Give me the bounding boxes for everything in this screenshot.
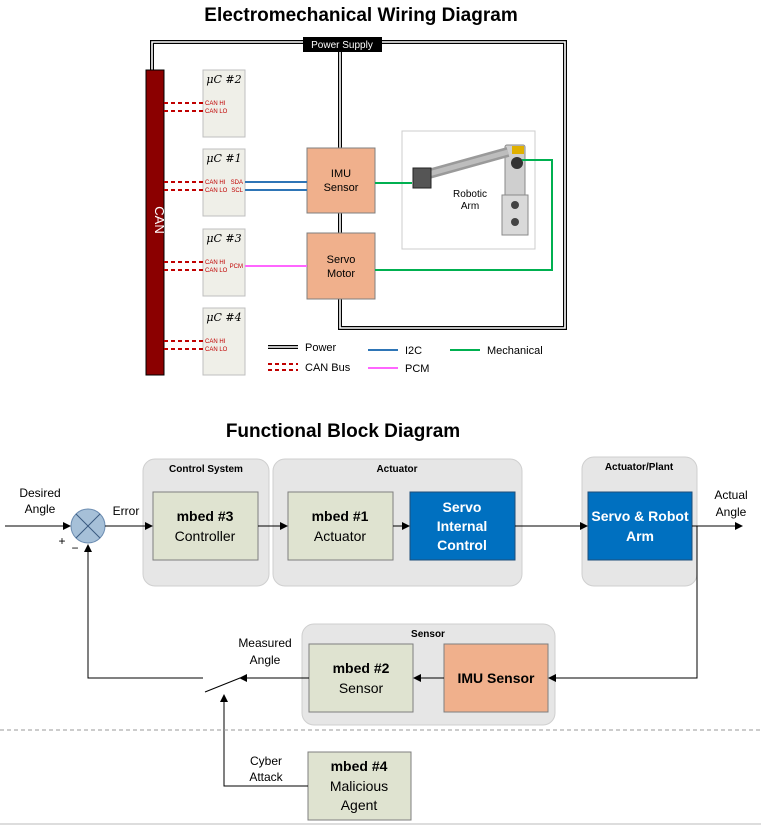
mbed4-label-2: Malicious — [330, 778, 388, 794]
mbed3-label-2: Controller — [175, 528, 236, 544]
can-pin-label: CAN HI — [205, 339, 226, 345]
microcontroller-2 — [202, 148, 246, 217]
functional-title: Functional Block Diagram — [226, 421, 460, 442]
actual-angle-label-1: Actual — [714, 488, 747, 502]
block-servo-robot-arm — [587, 491, 693, 561]
signal-lines — [5, 522, 743, 787]
imu-label-1: IMU — [331, 168, 351, 180]
side-pin-label: PCM — [230, 264, 243, 270]
servo-robot-label-2: Arm — [626, 528, 654, 544]
measured-angle-label-2: Angle — [250, 653, 281, 667]
microcontroller-label: μC #3 — [206, 232, 241, 245]
mbed2-label-2: Sensor — [339, 680, 384, 696]
switch-blade — [204, 677, 241, 693]
robotic-arm-label-1: Robotic — [453, 189, 487, 200]
microcontroller-1 — [202, 69, 246, 138]
legend-i2c-label: I2C — [405, 345, 422, 357]
can-pin-label: CAN HI — [205, 260, 226, 266]
power-supply-box — [303, 37, 382, 52]
can-pin-label: CAN LO — [205, 347, 228, 353]
servo-internal-label-3: Control — [437, 537, 487, 553]
microcontroller-label: μC #1 — [206, 152, 241, 165]
feedback-arrow — [84, 544, 203, 679]
block-mbed3-controller — [152, 491, 259, 561]
side-pin-label: SDA — [231, 180, 243, 186]
group-sensor-label: Sensor — [411, 629, 445, 640]
can-pin-label: CAN LO — [205, 188, 228, 194]
measured-angle-label-1: Measured — [238, 636, 291, 650]
mbed3-label-1: mbed #3 — [177, 508, 234, 524]
servo-label-1: Servo — [327, 254, 356, 266]
cyber-attack-label-1: Cyber — [250, 754, 282, 768]
legend-can-label: CAN Bus — [305, 362, 351, 374]
legend-power-label: Power — [305, 342, 337, 354]
can-pin-label: CAN HI — [205, 180, 226, 186]
side-pin-label: SCL — [231, 188, 243, 194]
wiring-title: Electromechanical Wiring Diagram — [204, 5, 517, 26]
cyber-attack-label-2: Attack — [249, 770, 283, 784]
cyber-attack-arrow — [220, 694, 308, 787]
mbed1-label-1: mbed #1 — [312, 508, 369, 524]
block-mbed4-malicious-agent — [307, 751, 412, 821]
wiring-legend: Power CAN Bus I2C PCM Mechanical — [268, 342, 543, 375]
mbed1-label-2: Actuator — [314, 528, 366, 544]
legend-pcm-label: PCM — [405, 363, 429, 375]
imu-sensor-label: IMU Sensor — [457, 670, 535, 686]
imu-label-2: Sensor — [324, 182, 359, 194]
can-label: CAN — [152, 206, 167, 233]
desired-angle-label-1: Desired — [19, 486, 60, 500]
can-pin-label: CAN LO — [205, 268, 228, 274]
can-pin-label: CAN LO — [205, 109, 228, 115]
mbed4-label-1: mbed #4 — [331, 758, 388, 774]
group-actuator-plant-label: Actuator/Plant — [605, 462, 674, 473]
legend-mechanical-label: Mechanical — [487, 345, 543, 357]
block-mbed2-sensor — [308, 643, 414, 713]
robotic-arm-label-2: Arm — [461, 201, 479, 212]
servo-label-2: Motor — [327, 268, 355, 280]
imu-sensor-block — [306, 147, 376, 214]
mbed4-label-3: Agent — [341, 797, 378, 813]
power-supply-label: Power Supply — [311, 40, 373, 51]
robotic-arm-graphic — [412, 144, 529, 236]
servo-robot-label-1: Servo & Robot — [591, 508, 689, 524]
plus-sign: + — [58, 534, 65, 548]
plant-to-imu-arrow — [548, 526, 698, 682]
mbed2-label-1: mbed #2 — [333, 660, 390, 676]
servo-internal-label-2: Internal — [437, 518, 488, 534]
minus-sign: − — [71, 541, 78, 555]
can-bus-bar — [145, 69, 165, 376]
group-actuator-label: Actuator — [376, 464, 417, 475]
servo-motor-block — [306, 232, 376, 300]
servo-internal-label-1: Servo — [443, 499, 482, 515]
desired-angle-label-2: Angle — [25, 502, 56, 516]
microcontroller-label: μC #2 — [206, 73, 241, 86]
block-mbed1-actuator — [287, 491, 394, 561]
mechanical-lines — [375, 159, 553, 271]
group-control-system-label: Control System — [169, 464, 243, 475]
actual-angle-label-2: Angle — [716, 505, 747, 519]
summing-junction — [70, 508, 106, 544]
microcontroller-3 — [202, 228, 246, 297]
can-pin-label: CAN HI — [205, 101, 226, 107]
error-label: Error — [113, 504, 140, 518]
block-servo-internal-control — [409, 491, 516, 561]
microcontroller-label: μC #4 — [206, 311, 241, 324]
